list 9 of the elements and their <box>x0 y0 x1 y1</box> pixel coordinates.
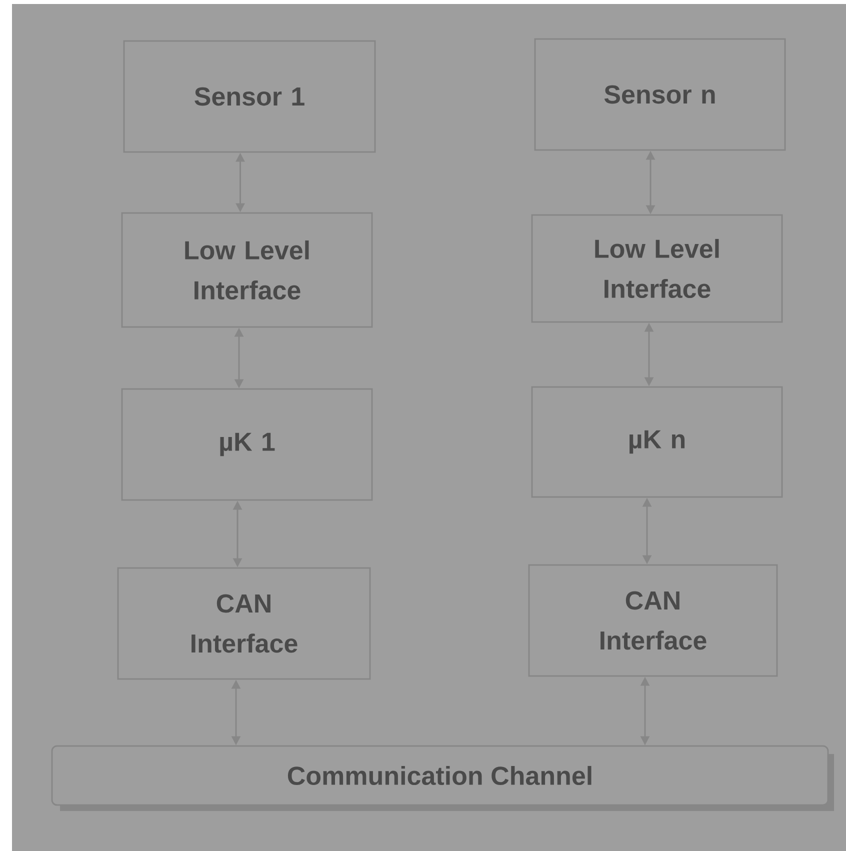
process-box: Low Level Interface <box>121 212 373 328</box>
process-box: Sensor n <box>534 38 786 151</box>
process-box: Sensor 1 <box>123 40 376 153</box>
process-box: µK n <box>531 386 783 498</box>
process-box: CAN Interface <box>117 567 371 680</box>
process-box: Low Level Interface <box>531 214 783 323</box>
channel-bar: Communication Channel <box>51 745 834 811</box>
process-box: µK 1 <box>121 388 373 501</box>
process-box: CAN Interface <box>528 564 778 677</box>
